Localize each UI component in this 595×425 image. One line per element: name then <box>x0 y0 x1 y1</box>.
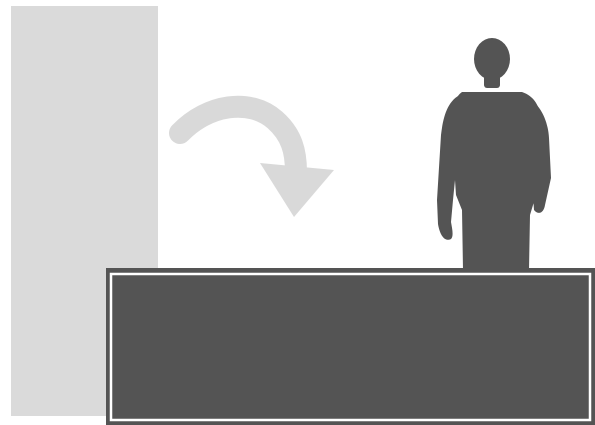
person-silhouette <box>437 38 551 270</box>
horizontal-panel <box>106 268 595 425</box>
rotate-arrow-icon <box>180 107 334 217</box>
